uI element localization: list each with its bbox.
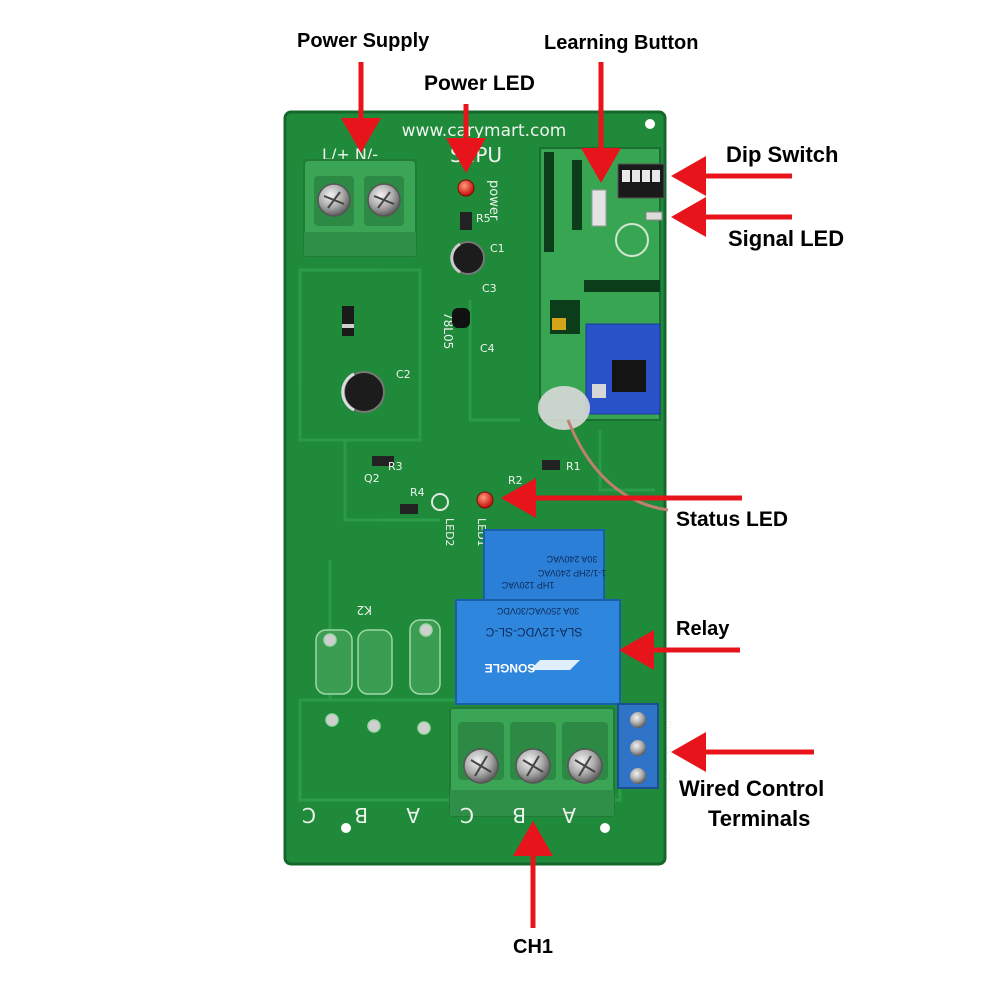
wired-num-2: 2 [666,746,672,757]
status-led [476,491,494,509]
label-dip-switch: Dip Switch [726,142,839,167]
signal-led [645,211,663,221]
led2 [431,493,449,511]
label-r3: R3 [388,460,403,473]
label-wired-control-line2: Terminals [708,806,811,831]
diode [342,306,354,336]
relay-brand-text: SONGLE [485,661,536,675]
label-power-led: Power LED [424,72,535,95]
capacitor-c2 [341,371,385,413]
label-c4: C4 [480,342,495,355]
label-power-supply: Power Supply [297,30,430,52]
mount-hole [600,823,610,833]
relay-model-text: SLA-12VDC-SL-C [485,625,582,639]
regulator-78l05 [452,308,470,328]
label-r2: R2 [508,474,523,487]
resistor-r4 [400,504,418,514]
power-silk-text: power [486,180,501,221]
website-text: www.carymart.com [402,121,567,141]
wired-control-terminal [617,703,659,789]
relay-rating4: 1-1/2HP 240VAC [537,568,606,578]
label-wired-control-line1: Wired Control [679,776,825,801]
solder-pads [315,619,441,735]
resistor-r3 [372,456,394,466]
label-signal-led: Signal LED [728,226,845,251]
learning-button [591,189,607,227]
model-text: S2PU [450,143,502,167]
label-relay: Relay [676,618,730,640]
power-led [457,179,475,197]
bottom-right-b: B [512,803,526,827]
wired-num-3: 3 [666,720,672,731]
label-r4: R4 [410,486,425,499]
capacitor-c1 [450,241,485,275]
label-r1: R1 [566,460,581,473]
bottom-right-a: A [562,803,576,827]
label-led2: LED2 [443,518,456,547]
label-c1: C1 [490,242,505,255]
callout-arrows [341,62,814,928]
mount-hole [645,119,655,129]
bottom-right-c: C [460,803,474,827]
receiver-module [539,147,665,421]
ch1-terminal-block [449,707,615,817]
power-terminal-block [303,159,417,257]
bottom-left-b: B [354,803,368,827]
label-learning-button: Learning Button [544,32,699,54]
bottom-left-c: C [302,803,316,827]
label-k2: K2 [356,603,372,617]
relay-rating3: 30A 240VAC [546,554,597,564]
relay-component: SLA-12VDC-SL-C SONGLE 30A 250VAC/30VDC 1… [455,529,621,705]
label-c2: C2 [396,368,411,381]
label-status-led: Status LED [676,508,789,531]
wired-num-1: 1 [666,772,672,783]
bottom-left-a: A [406,803,420,827]
antenna-wire [566,419,669,512]
label-r5: R5 [476,212,491,225]
label-ch1: CH1 [513,936,554,958]
label-q2: Q2 [364,472,380,485]
mount-hole [341,823,351,833]
label-78l05: 78L05 [441,312,455,349]
antenna-glue [538,386,590,430]
relay-rating2: 1HP 120VAC [501,580,554,590]
label-c3: C3 [482,282,497,295]
resistor-r1 [542,460,560,470]
relay-rating1: 30A 250VAC/30VDC [496,606,579,616]
resistor-r5 [460,212,472,230]
